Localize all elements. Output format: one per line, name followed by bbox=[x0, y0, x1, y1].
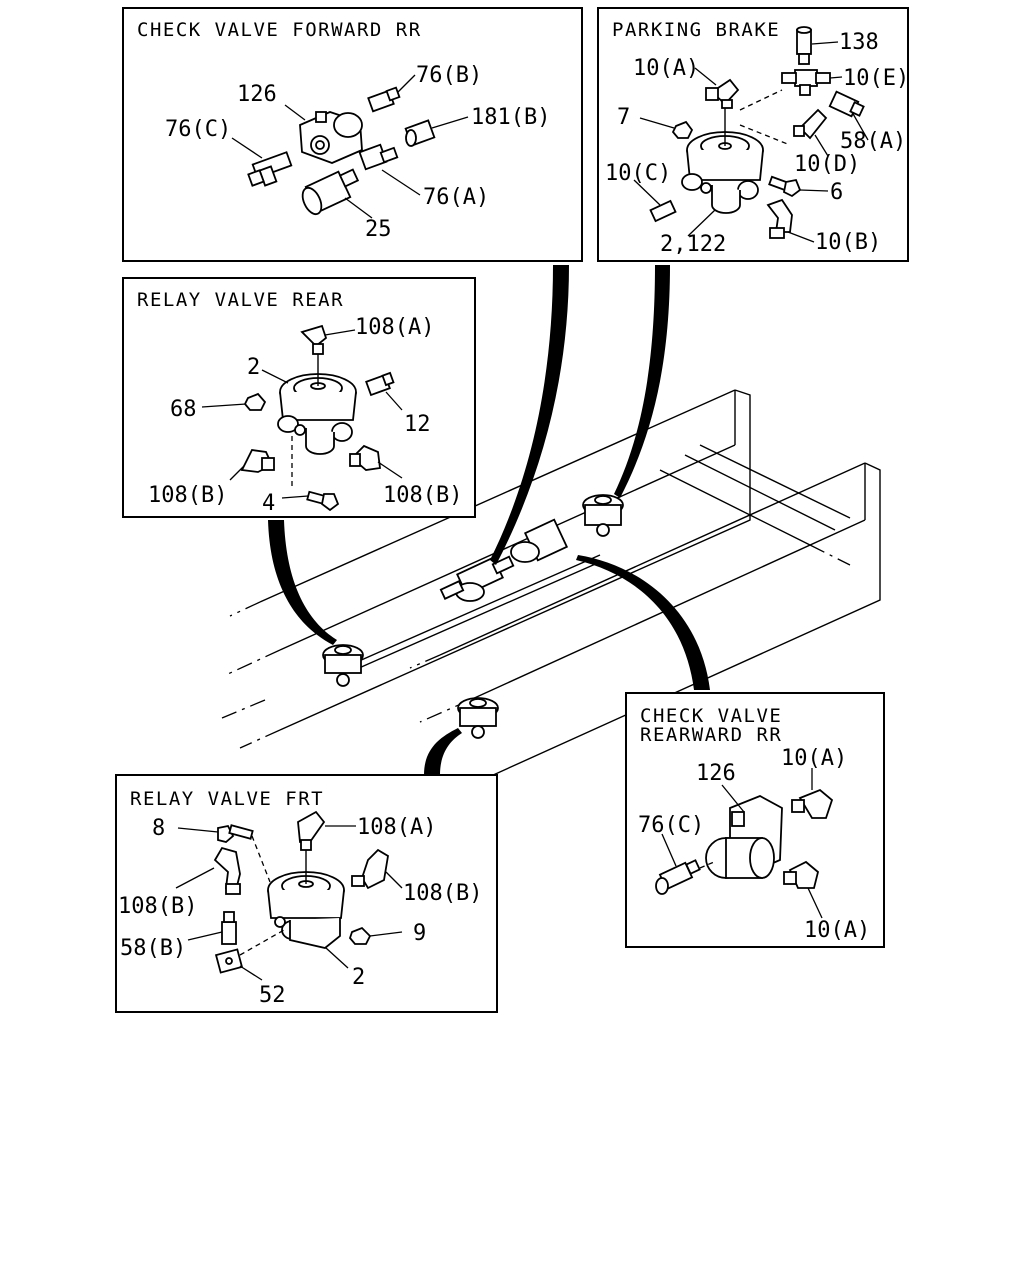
label-10c: 10(C) bbox=[605, 161, 671, 186]
fitting-76c-icon bbox=[247, 151, 293, 187]
fitting-10c-icon bbox=[649, 199, 677, 223]
label-181b: 181(B) bbox=[471, 105, 550, 130]
label-6: 6 bbox=[830, 180, 843, 205]
label-4: 4 bbox=[262, 491, 275, 516]
elbow-108a-icon bbox=[300, 324, 328, 355]
filter-25-icon bbox=[301, 168, 360, 216]
fitting-76b-icon bbox=[367, 86, 401, 113]
check-valves-on-frame bbox=[439, 518, 569, 602]
relay-valve-frt-icon bbox=[267, 871, 345, 949]
label-138: 138 bbox=[839, 30, 879, 55]
label-10e: 10(E) bbox=[843, 66, 909, 91]
label-10a-bottom: 10(A) bbox=[804, 918, 870, 943]
callout-leaders bbox=[268, 265, 710, 775]
label-126: 126 bbox=[237, 82, 277, 107]
label-76a: 76(A) bbox=[423, 185, 489, 210]
fitting-58a-icon bbox=[828, 90, 865, 118]
label-12: 12 bbox=[404, 412, 431, 437]
block-52-icon bbox=[214, 948, 244, 974]
fitting-138-icon bbox=[796, 26, 812, 65]
parking-brake-on-frame bbox=[582, 494, 624, 537]
label-9: 9 bbox=[413, 921, 426, 946]
elbow-108b-left-icon bbox=[213, 846, 241, 895]
fitting-12-icon bbox=[365, 371, 395, 397]
check-valve-rearward-icon bbox=[705, 795, 783, 879]
label-108b-right: 108(B) bbox=[403, 881, 482, 906]
label-7: 7 bbox=[617, 105, 630, 130]
label-126: 126 bbox=[696, 761, 736, 786]
label-108b-right: 108(B) bbox=[383, 483, 462, 508]
label-76b: 76(B) bbox=[416, 63, 482, 88]
label-108a: 108(A) bbox=[355, 315, 434, 340]
label-108b-left: 108(B) bbox=[148, 483, 227, 508]
panel-relay-valve-frt: RELAY VALVE FRT bbox=[115, 774, 498, 1013]
panel-title: RELAY VALVE FRT bbox=[130, 788, 324, 810]
label-2: 2 bbox=[352, 965, 365, 990]
parking-brake-valve-icon bbox=[681, 131, 764, 214]
label-25: 25 bbox=[365, 217, 392, 242]
fitting-76c-icon bbox=[655, 859, 701, 895]
panel-title-line2: REARWARD RR bbox=[640, 724, 782, 746]
label-52: 52 bbox=[259, 983, 286, 1008]
label-10a: 10(A) bbox=[633, 56, 699, 81]
label-8: 8 bbox=[152, 816, 165, 841]
fitting-181b-icon bbox=[404, 119, 436, 147]
panel-parking-brake: PARKING BRAKE bbox=[597, 7, 909, 262]
panel-title-line1: CHECK VALVE bbox=[640, 705, 782, 727]
elbow-108b-left-icon bbox=[240, 449, 275, 473]
bolt-8-icon bbox=[217, 824, 254, 843]
panel-check-valve-rearward-rr: CHECK VALVE REARWARD RR 126 10(A) 7 bbox=[625, 692, 885, 948]
elbow-10a-bottom-icon bbox=[783, 860, 820, 889]
nut-9-icon bbox=[348, 926, 372, 945]
bolt-6-icon bbox=[768, 175, 802, 198]
fitting-58b-icon bbox=[221, 911, 237, 945]
bolt-4-icon bbox=[306, 490, 340, 512]
label-58b: 58(B) bbox=[120, 936, 186, 961]
panel-relay-valve-rear: RELAY VALVE REAR bbox=[122, 277, 476, 518]
tee-fitting-10e-icon bbox=[781, 69, 831, 96]
panel-check-valve-forward-rr: CHECK VALVE FORWARD RR bbox=[122, 7, 583, 262]
elbow-10b-icon bbox=[766, 198, 793, 239]
relay-valve-frt-on-frame bbox=[457, 697, 499, 739]
elbow-108b-right-icon bbox=[349, 444, 382, 471]
panel-title: CHECK VALVE FORWARD RR bbox=[137, 19, 422, 41]
elbow-10d-icon bbox=[793, 108, 828, 140]
label-76c: 76(C) bbox=[165, 117, 231, 142]
check-valve-body-icon bbox=[299, 111, 363, 164]
nut-7-icon bbox=[671, 120, 694, 139]
label-2-122: 2,122 bbox=[660, 232, 726, 257]
fitting-76a-icon bbox=[358, 143, 399, 171]
panel-title: RELAY VALVE REAR bbox=[137, 289, 344, 311]
label-108a: 108(A) bbox=[357, 815, 436, 840]
label-10d: 10(D) bbox=[794, 152, 860, 177]
label-58a: 58(A) bbox=[840, 129, 906, 154]
elbow-10a-icon bbox=[705, 78, 740, 109]
elbow-108a-icon bbox=[297, 810, 326, 851]
elbow-10a-top-icon bbox=[791, 788, 834, 819]
label-76c: 76(C) bbox=[638, 813, 704, 838]
label-10a-top: 10(A) bbox=[781, 746, 847, 771]
label-108b-left: 108(B) bbox=[118, 894, 197, 919]
label-68: 68 bbox=[170, 397, 197, 422]
panel-title: PARKING BRAKE bbox=[612, 19, 780, 41]
label-2: 2 bbox=[247, 355, 260, 380]
elbow-108b-right-icon bbox=[351, 848, 389, 890]
label-10b: 10(B) bbox=[815, 230, 881, 255]
relay-valve-rear-on-frame bbox=[322, 644, 364, 687]
